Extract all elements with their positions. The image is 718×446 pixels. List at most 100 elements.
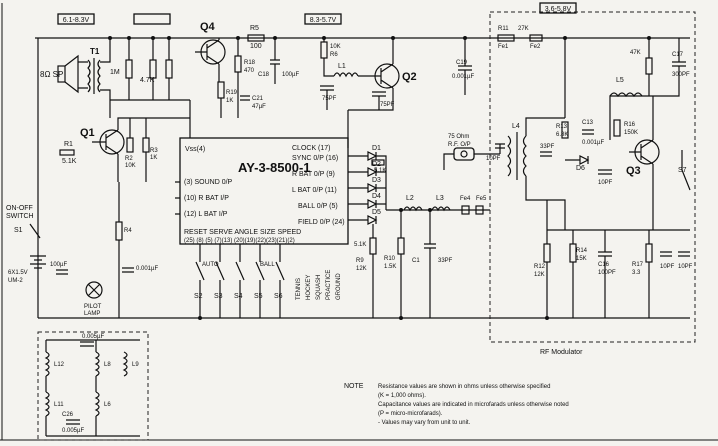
game-selector-labels: TENNIS HOCKEY SQUASH PRACTICE GROUND bbox=[296, 270, 342, 300]
svg-text:PRACTICE: PRACTICE bbox=[326, 270, 332, 300]
svg-text:6.1-8.3V: 6.1-8.3V bbox=[63, 17, 90, 24]
svg-text:R17: R17 bbox=[632, 262, 644, 268]
ic-left-wires bbox=[175, 100, 191, 215]
resistor-r16: R16 150K bbox=[613, 119, 638, 137]
rf-output-jack: 75 Ohm R.F. O/P bbox=[443, 134, 500, 170]
svg-text:R1: R1 bbox=[64, 141, 73, 148]
svg-text:100PF: 100PF bbox=[598, 270, 616, 276]
resistor-r3b: R3 1K bbox=[142, 137, 158, 161]
svg-text:D3: D3 bbox=[372, 177, 381, 184]
svg-text:T1: T1 bbox=[90, 47, 100, 56]
svg-text:C1: C1 bbox=[412, 258, 420, 264]
svg-text:S7: S7 bbox=[678, 167, 687, 174]
svg-text:0.001µF: 0.001µF bbox=[582, 140, 604, 146]
svg-text:75PF: 75PF bbox=[380, 102, 395, 108]
resistor-r2: 1M bbox=[110, 59, 133, 79]
svg-text:SWITCH: SWITCH bbox=[6, 213, 34, 220]
svg-text:R5: R5 bbox=[250, 25, 259, 32]
svg-text:8Ω SP: 8Ω SP bbox=[40, 70, 63, 79]
capacitor-c3: 75PF bbox=[372, 91, 395, 108]
svg-text:C26: C26 bbox=[62, 412, 74, 418]
svg-text:(12) L BAT I/P: (12) L BAT I/P bbox=[184, 211, 228, 218]
svg-text:R2: R2 bbox=[125, 156, 133, 162]
voltage-tag-2 bbox=[133, 13, 171, 25]
mod-wires bbox=[499, 38, 566, 230]
svg-text:(3) SOUND 0/P: (3) SOUND 0/P bbox=[184, 179, 233, 186]
svg-text:10PF: 10PF bbox=[678, 264, 693, 270]
switch-s7: S7 bbox=[678, 150, 691, 191]
capacitor-c12: 10PF bbox=[598, 169, 613, 186]
q4-wires bbox=[218, 38, 239, 118]
svg-text:0.001µF: 0.001µF bbox=[452, 74, 474, 80]
svg-text:ON-OFF: ON-OFF bbox=[6, 205, 33, 212]
filter-box bbox=[37, 331, 149, 441]
inductor-l2: L2 bbox=[403, 195, 423, 212]
resistor-r18: R18 470 bbox=[234, 55, 256, 74]
svg-text:Q3: Q3 bbox=[626, 165, 641, 177]
resistors-r7-r9: 5.1K bbox=[371, 159, 386, 174]
note-line-5: - Values may vary from unit to unit. bbox=[378, 420, 471, 426]
svg-text:CLOCK (17): CLOCK (17) bbox=[292, 145, 331, 152]
svg-text:27K: 27K bbox=[518, 26, 529, 32]
svg-text:UM-2: UM-2 bbox=[8, 278, 23, 284]
svg-text:L12: L12 bbox=[54, 362, 65, 368]
note-heading: NOTE bbox=[344, 383, 364, 390]
voltage-tag-4: 3.6-5.8V bbox=[539, 2, 577, 14]
svg-text:FIELD 0/P (24): FIELD 0/P (24) bbox=[298, 219, 345, 226]
svg-text:15K: 15K bbox=[576, 256, 587, 262]
svg-text:D4: D4 bbox=[372, 193, 381, 200]
svg-text:R9: R9 bbox=[356, 258, 364, 264]
svg-text:C13: C13 bbox=[582, 120, 594, 126]
svg-text:C21: C21 bbox=[252, 96, 264, 102]
svg-text:L1: L1 bbox=[338, 63, 346, 70]
pilot-lamp: PILOT LAMP bbox=[84, 281, 103, 317]
svg-text:75PF: 75PF bbox=[322, 96, 337, 102]
svg-text:4.7K: 4.7K bbox=[140, 77, 155, 84]
svg-text:Q1: Q1 bbox=[80, 127, 95, 139]
note-line-1: Resistance values are shown in ohms unle… bbox=[378, 384, 550, 390]
transformer-t1: T1 bbox=[78, 38, 111, 118]
svg-text:S5: S5 bbox=[254, 293, 263, 300]
q3-wires bbox=[609, 38, 680, 230]
svg-text:R14: R14 bbox=[576, 248, 588, 254]
svg-text:6.8K: 6.8K bbox=[556, 132, 568, 138]
transistor-q2: Q2 bbox=[369, 63, 417, 89]
speaker: 8Ω SP bbox=[40, 54, 79, 94]
svg-text:PILOT: PILOT bbox=[84, 304, 102, 310]
svg-text:L6: L6 bbox=[104, 402, 111, 408]
inductor-l5: L5 bbox=[609, 77, 643, 98]
resistor-r2b: R2 10K bbox=[125, 137, 136, 169]
note-line-4: (P = micro-microfarads). bbox=[378, 411, 443, 417]
svg-text:100: 100 bbox=[250, 43, 262, 50]
svg-text:10PF: 10PF bbox=[660, 264, 675, 270]
svg-text:6X1.5V: 6X1.5V bbox=[8, 270, 28, 276]
svg-text:0.005µF: 0.005µF bbox=[82, 334, 104, 340]
svg-text:D1: D1 bbox=[372, 145, 381, 152]
inductor-l1: L1 bbox=[333, 63, 359, 78]
svg-text:1.5K: 1.5K bbox=[384, 264, 396, 270]
svg-text:5.1K: 5.1K bbox=[374, 168, 386, 174]
svg-text:300PF: 300PF bbox=[672, 72, 690, 78]
svg-text:R19: R19 bbox=[226, 90, 238, 96]
capacitor-c19: C19 0.001µF bbox=[452, 38, 474, 95]
svg-text:HOCKEY: HOCKEY bbox=[306, 275, 312, 300]
svg-text:100µF: 100µF bbox=[282, 72, 299, 78]
svg-text:Q4: Q4 bbox=[200, 21, 216, 33]
svg-text:(25) (8) (5) (7)(13) (20)(: (25) (8) (5) (7)(13) (20)(19)(22)(23)(21… bbox=[184, 238, 295, 244]
game-switches: S2 S3 S4 S5 S6 AUTO BALL bbox=[194, 244, 285, 318]
rf-modulator-label: RF Modulator bbox=[540, 349, 583, 356]
svg-text:BALL 0/P (5): BALL 0/P (5) bbox=[298, 203, 338, 210]
svg-text:470: 470 bbox=[244, 68, 255, 74]
svg-text:SYNC 0/P (16): SYNC 0/P (16) bbox=[292, 155, 338, 162]
capacitor-c18: C18 100µF bbox=[258, 38, 299, 84]
svg-text:12K: 12K bbox=[356, 266, 367, 272]
resistor-r6: 10K R6 bbox=[320, 41, 341, 59]
svg-text:5.1K: 5.1K bbox=[62, 158, 77, 165]
svg-text:10K: 10K bbox=[330, 44, 341, 50]
svg-text:75 Ohm: 75 Ohm bbox=[448, 134, 469, 140]
svg-text:C19: C19 bbox=[456, 60, 468, 66]
capacitor-c10-mod: 10PF bbox=[486, 143, 505, 162]
resistor-r4 bbox=[165, 59, 173, 79]
svg-text:1K: 1K bbox=[150, 155, 157, 161]
capacitor-c1: C1 33PF bbox=[412, 210, 453, 318]
